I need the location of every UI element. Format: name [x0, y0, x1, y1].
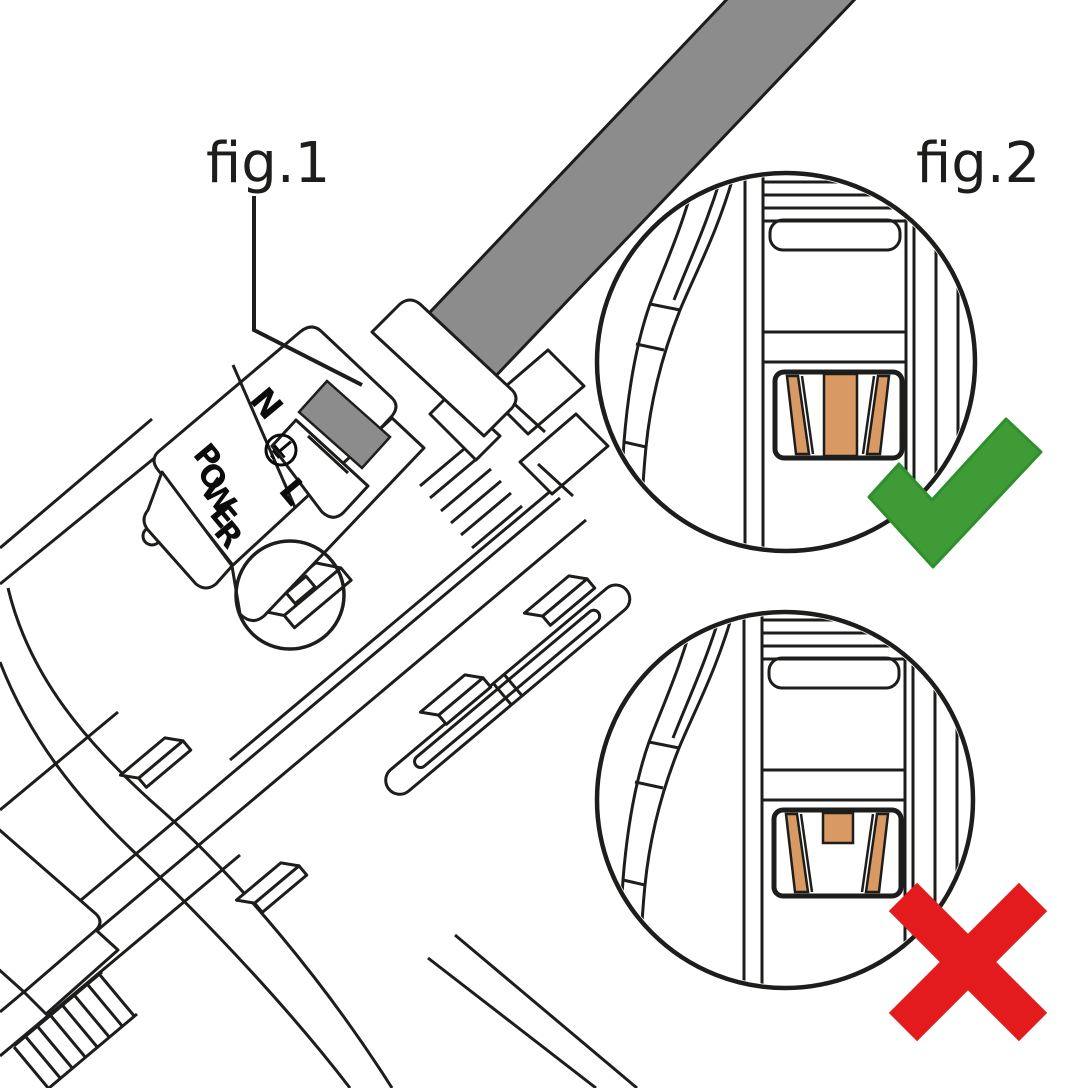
check-icon: [867, 417, 1043, 569]
wire-partially-inserted: [821, 811, 855, 845]
detail-circle-incorrect: [594, 609, 1048, 1042]
track-slot: [384, 583, 632, 796]
track-cut-edge: [6, 587, 394, 1088]
clamp-lever: [370, 298, 518, 438]
comb-ribs: [419, 442, 523, 550]
fig2-label: fig.2: [916, 131, 1040, 196]
magnifier-circle: [234, 539, 346, 651]
track-clip-tab: [118, 728, 193, 797]
track-clip-tab: [522, 566, 597, 635]
track-end-cap: [419, 348, 610, 550]
cable-wire-end: [297, 379, 392, 470]
cross-icon: [888, 882, 1048, 1042]
earth-symbol-icon: [264, 433, 298, 467]
track-terminal-clip: [257, 561, 353, 630]
fig1-label: fig.1: [206, 131, 330, 196]
track-clip-tab: [234, 853, 309, 922]
detail-circle-correct: [594, 170, 1043, 569]
fig1-leader-line: [252, 196, 363, 387]
corner-connector: [0, 828, 138, 1088]
cable-gland-ribs: [12, 970, 138, 1088]
wire-fully-inserted: [822, 372, 859, 458]
